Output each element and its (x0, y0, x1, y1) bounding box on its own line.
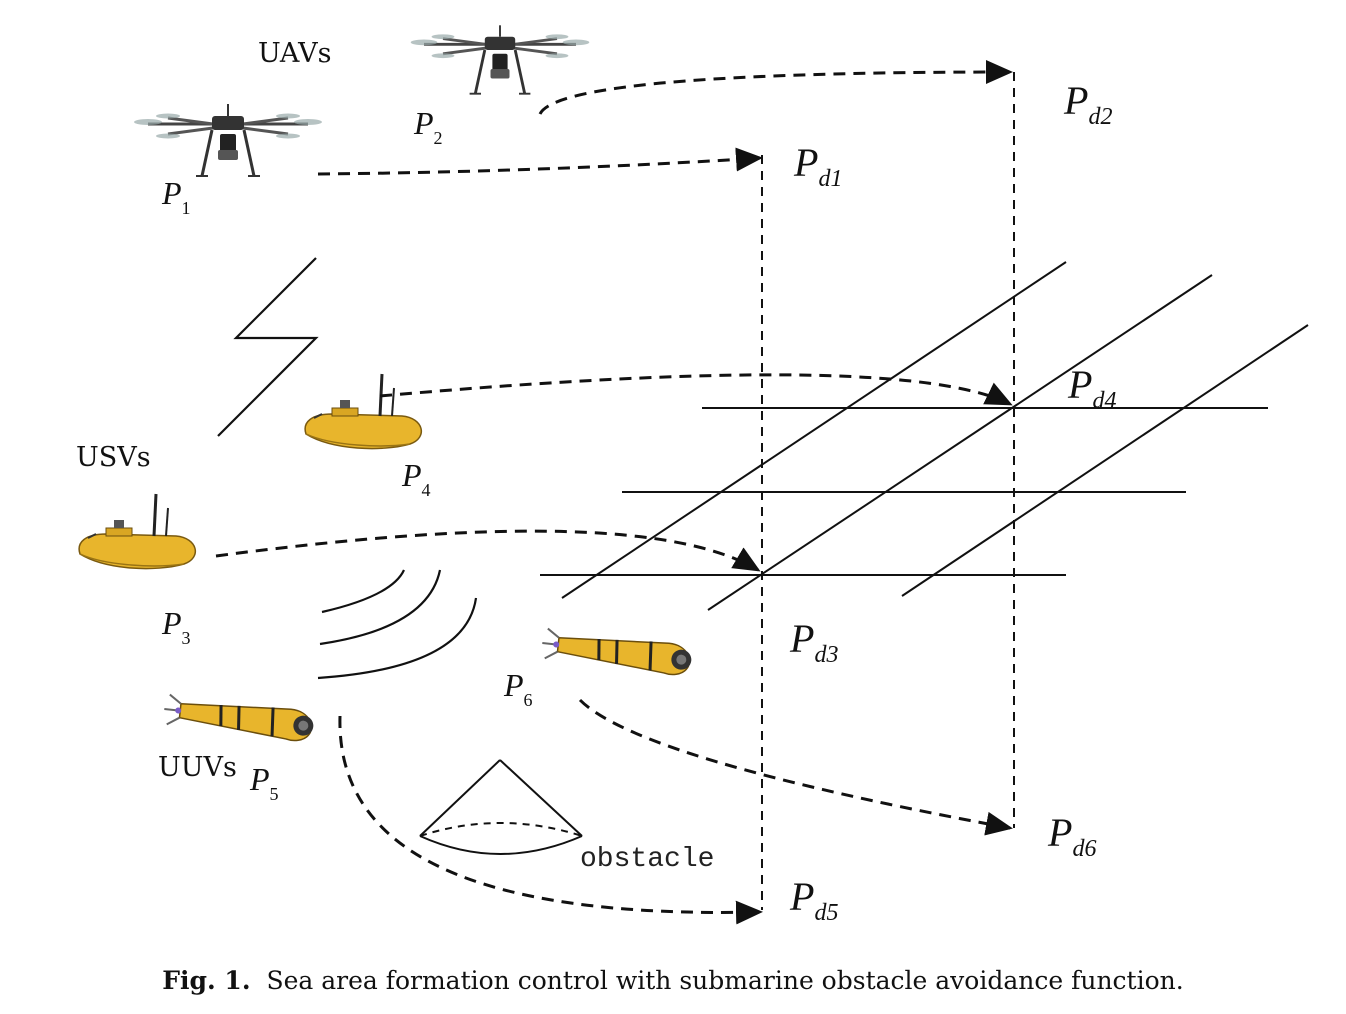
communication-bolt-icon (217, 257, 319, 437)
figure-caption: Fig. 1. Sea area formation control with … (0, 966, 1346, 995)
target-label-pd4: Pd4 (1067, 362, 1116, 414)
svg-text:P2: P2 (413, 105, 443, 148)
agent-label-p4: P4 (401, 457, 431, 500)
target-label-pd1: Pd1 (793, 140, 842, 192)
target-label-pd2: Pd2 (1063, 78, 1112, 130)
svg-text:Pd5: Pd5 (789, 874, 838, 926)
formation-grid (540, 261, 1309, 611)
usv-boat-icon (77, 492, 197, 571)
trajectory-arrows (215, 60, 1013, 925)
svg-text:P6: P6 (503, 667, 533, 710)
svg-text:P4: P4 (401, 457, 431, 500)
agent-label-p6: P6 (503, 667, 533, 710)
cone-obstacle-icon (419, 759, 583, 855)
svg-text:Pd2: Pd2 (1063, 78, 1112, 130)
vertical-projection-lines (761, 72, 1015, 910)
uuv-torpedo-icon (160, 692, 317, 744)
sonar-wave-icon (317, 569, 478, 680)
usvs-label: USVs (76, 442, 151, 473)
agent-label-p3: P3 (161, 605, 191, 648)
uav-drone-icon (132, 102, 324, 178)
usv-boat-icon (303, 372, 423, 451)
svg-text:Pd1: Pd1 (793, 140, 842, 192)
svg-text:P5: P5 (249, 761, 279, 804)
agent-label-p1: P1 (161, 175, 191, 218)
obstacle-label: obstacle (580, 844, 714, 875)
svg-text:Pd4: Pd4 (1067, 362, 1116, 414)
uuvs-label: UUVs (158, 752, 237, 783)
uav-drone-icon (409, 23, 591, 96)
svg-text:Pd6: Pd6 (1047, 810, 1096, 862)
svg-text:Pd3: Pd3 (789, 616, 838, 668)
svg-text:P3: P3 (161, 605, 191, 648)
svg-text:P1: P1 (161, 175, 191, 218)
uavs-label: UAVs (258, 38, 331, 69)
target-label-pd5: Pd5 (789, 874, 838, 926)
target-label-pd6: Pd6 (1047, 810, 1096, 862)
caption-text: Sea area formation control with submarin… (266, 966, 1184, 995)
target-label-pd3: Pd3 (789, 616, 838, 668)
agent-label-p5: P5 (249, 761, 279, 804)
agent-label-p2: P2 (413, 105, 443, 148)
caption-prefix: Fig. 1. (162, 966, 251, 995)
uuv-torpedo-icon (538, 626, 695, 678)
